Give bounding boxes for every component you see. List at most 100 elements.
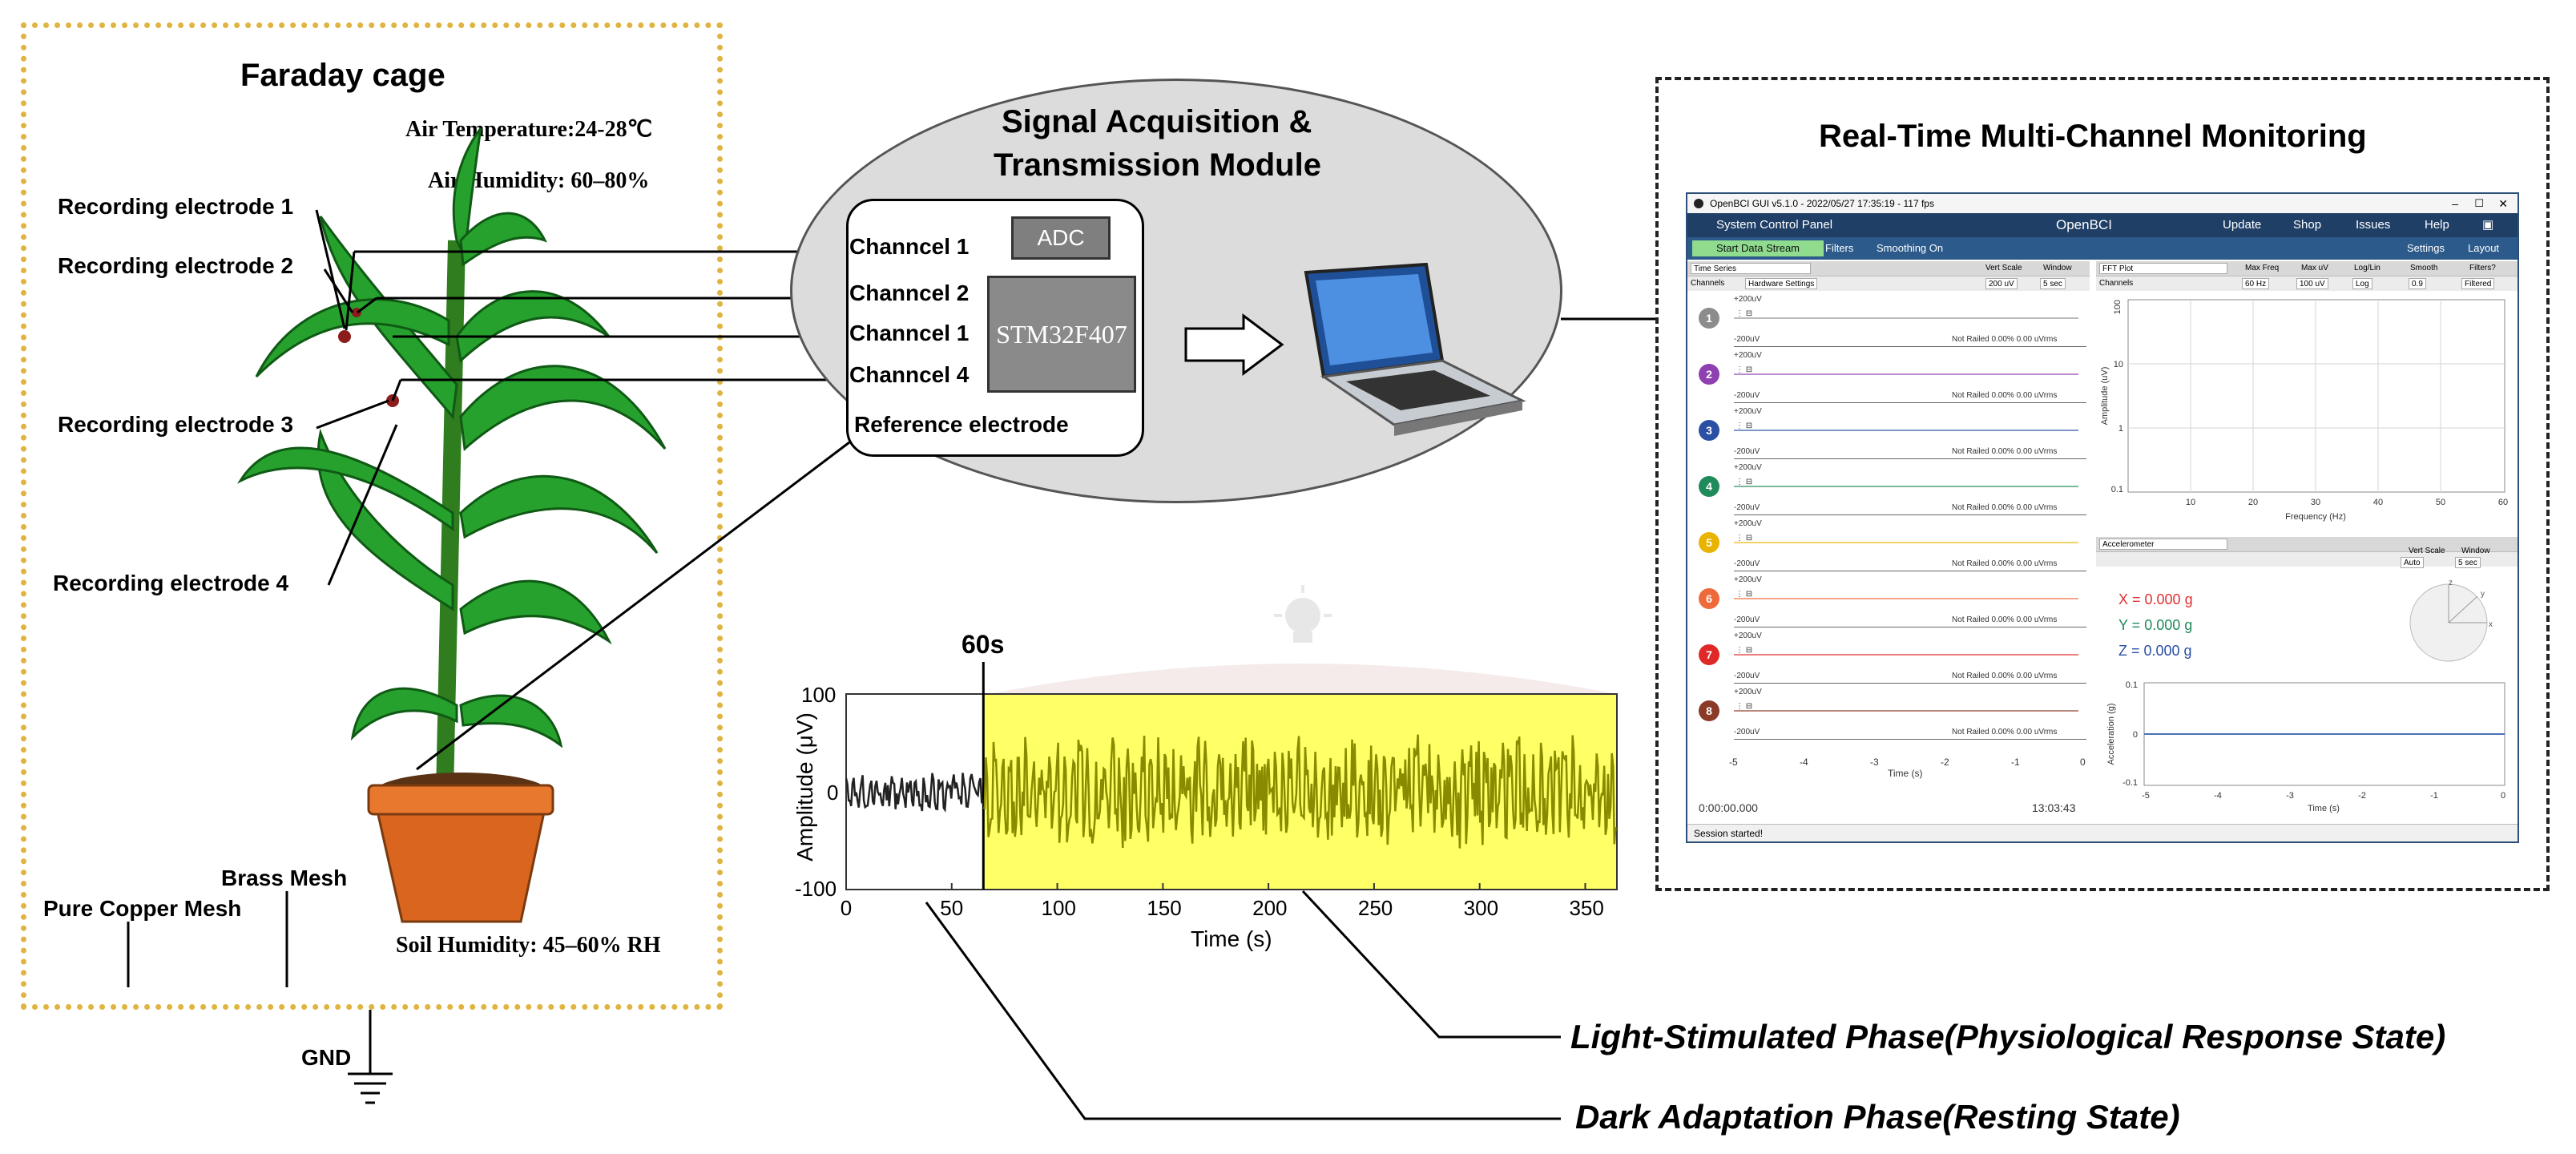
update-button[interactable]: Update xyxy=(2223,218,2262,232)
layout-icon[interactable]: ▣ xyxy=(2482,218,2494,232)
close-icon[interactable]: ✕ xyxy=(2498,197,2508,210)
channel-settings-icon[interactable]: ⋮ ⊟ xyxy=(1735,534,1753,543)
fft-x-tick: 10 xyxy=(2186,498,2195,507)
accel-plot: 0.1 0 -0.1 Acceleration (g) -5 -4 -3 -2 … xyxy=(2106,680,2505,813)
shop-button[interactable]: Shop xyxy=(2293,218,2322,232)
channel-railed-status: Not Railed 0.00% 0.00 uVrms xyxy=(1952,447,2058,456)
sig-x-tick: 350 xyxy=(1569,896,1604,920)
accel-subheader: Vert Scale Window Auto 5 sec xyxy=(2096,547,2518,568)
light-phase-label: Light-Stimulated Phase(Physiological Res… xyxy=(1570,1018,2446,1055)
accel-vert-scale-label: Vert Scale xyxy=(2409,547,2445,555)
channel-settings-icon[interactable]: ⋮ ⊟ xyxy=(1735,702,1753,711)
soil-humidity: Soil Humidity: 45–60% RH xyxy=(396,933,661,958)
accel-scale-select[interactable]: Auto xyxy=(2401,557,2424,568)
accel-window-select[interactable]: 5 sec xyxy=(2455,557,2481,568)
channel-divider xyxy=(1734,458,2086,459)
channel-settings-icon[interactable]: ⋮ ⊟ xyxy=(1735,422,1753,430)
sig-x-tick: 0 xyxy=(840,896,853,920)
filters-button[interactable]: Filters xyxy=(1825,242,1854,254)
ts-x-tick: -3 xyxy=(1870,757,1879,768)
maximize-icon[interactable]: ☐ xyxy=(2474,197,2484,209)
channel-settings-icon[interactable]: ⋮ ⊟ xyxy=(1735,309,1753,318)
channel-toggle-button[interactable]: 1 xyxy=(1699,308,1719,329)
accel-y-tick: 0 xyxy=(2133,730,2138,740)
channel-toggle-button[interactable]: 3 xyxy=(1699,420,1719,441)
gnd-label: GND xyxy=(301,1045,352,1070)
channel-label-2: Channcel 2 xyxy=(849,280,970,305)
fft-filtered-select[interactable]: Filtered xyxy=(2461,278,2495,289)
accel-3d-indicator: z y x xyxy=(2409,579,2493,662)
sig-x-tick: 250 xyxy=(1357,896,1393,920)
time-series-subheader: Channels Hardware Settings 200 uV 5 sec xyxy=(1687,276,2090,291)
accel-y-value: Y = 0.000 g xyxy=(2118,617,2193,633)
issues-button[interactable]: Issues xyxy=(2356,218,2391,232)
channel-divider xyxy=(1734,739,2086,740)
fft-col-max-uv: Max uV xyxy=(2301,264,2328,272)
start-data-stream-button[interactable]: Start Data Stream xyxy=(1692,240,1824,256)
fft-col-filters: Filters? xyxy=(2469,264,2496,272)
fft-channels-button[interactable]: Channels xyxy=(2099,279,2134,288)
accel-x-tick: -4 xyxy=(2214,791,2222,801)
system-control-panel-button[interactable]: System Control Panel xyxy=(1716,218,1833,232)
fft-dropdown[interactable]: FFT Plot xyxy=(2099,263,2227,274)
fft-x-tick: 20 xyxy=(2248,498,2258,507)
ts-x-axis: -5 -4 -3 -2 -1 0 Time (s) xyxy=(1687,757,2090,781)
fft-max-uv-select[interactable]: 100 uV xyxy=(2296,278,2328,289)
electrode-label-2: Recording electrode 2 xyxy=(58,253,294,278)
app-icon xyxy=(1694,199,1703,208)
fft-max-freq-select[interactable]: 60 Hz xyxy=(2242,278,2270,289)
channel-toggle-button[interactable]: 4 xyxy=(1699,476,1719,497)
channel-minus-label: -200uV xyxy=(1734,559,1760,568)
accel-y-tick: -0.1 xyxy=(2122,778,2138,788)
channel-toggle-button[interactable]: 8 xyxy=(1699,700,1719,721)
channel-signal-line xyxy=(1734,598,2078,599)
channel-toggle-button[interactable]: 2 xyxy=(1699,364,1719,385)
channel-settings-icon[interactable]: ⋮ ⊟ xyxy=(1735,646,1753,655)
ts-x-tick: -5 xyxy=(1729,757,1738,768)
layout-button[interactable]: Layout xyxy=(2468,242,2500,254)
settings-button[interactable]: Settings xyxy=(2407,242,2445,254)
minimize-icon[interactable]: – xyxy=(2452,197,2458,210)
fft-smooth-select[interactable]: 0.9 xyxy=(2409,278,2426,289)
accel-dropdown[interactable]: Accelerometer xyxy=(2099,539,2227,550)
accel-x-tick: -1 xyxy=(2430,791,2438,801)
channel-label-4: Channcel 4 xyxy=(849,362,970,387)
fft-log-select[interactable]: Log xyxy=(2352,278,2372,289)
clock-right: 13:03:43 xyxy=(2032,801,2076,814)
channel-toggle-button[interactable]: 6 xyxy=(1699,588,1719,609)
vert-scale-select[interactable]: 200 uV xyxy=(1985,278,2018,289)
channel-toggle-button[interactable]: 7 xyxy=(1699,644,1719,665)
channel-settings-icon[interactable]: ⋮ ⊟ xyxy=(1735,478,1753,486)
sig-y-tick: 0 xyxy=(827,781,839,805)
hardware-settings-button[interactable]: Hardware Settings xyxy=(1745,278,1818,289)
fft-y-tick: 1 xyxy=(2118,424,2123,434)
channel-label-3: Channcel 1 xyxy=(849,321,970,345)
channel-settings-icon[interactable]: ⋮ ⊟ xyxy=(1735,365,1753,374)
smoothing-button[interactable]: Smoothing On xyxy=(1877,242,1944,254)
dark-phase-label: Dark Adaptation Phase(Resting State) xyxy=(1575,1098,2180,1136)
accel-x-tick: -5 xyxy=(2142,791,2150,801)
channel-divider xyxy=(1734,683,2086,684)
fft-y-tick: 10 xyxy=(2114,360,2123,369)
channel-railed-status: Not Railed 0.00% 0.00 uVrms xyxy=(1952,615,2058,624)
channels-button[interactable]: Channels xyxy=(1691,279,1725,288)
channel-settings-icon[interactable]: ⋮ ⊟ xyxy=(1735,590,1753,599)
channel-plus-label: +200uV xyxy=(1734,688,1762,696)
status-bar: Session started! xyxy=(1687,824,2518,841)
time-series-dropdown[interactable]: Time Series xyxy=(1691,263,1811,274)
chart-frame xyxy=(845,693,1618,890)
laptop-icon xyxy=(1304,262,1526,436)
channel-toggle-button[interactable]: 5 xyxy=(1699,532,1719,553)
channel-label-1: Channcel 1 xyxy=(849,234,970,259)
window-select[interactable]: 5 sec xyxy=(2040,278,2066,289)
channel-plus-label: +200uV xyxy=(1734,575,1762,584)
marker-60s: 60s xyxy=(961,630,1005,659)
channel-railed-status: Not Railed 0.00% 0.00 uVrms xyxy=(1952,503,2058,512)
ts-x-tick: -2 xyxy=(1941,757,1949,768)
ts-x-tick: 0 xyxy=(2080,757,2086,768)
help-button[interactable]: Help xyxy=(2425,218,2449,232)
